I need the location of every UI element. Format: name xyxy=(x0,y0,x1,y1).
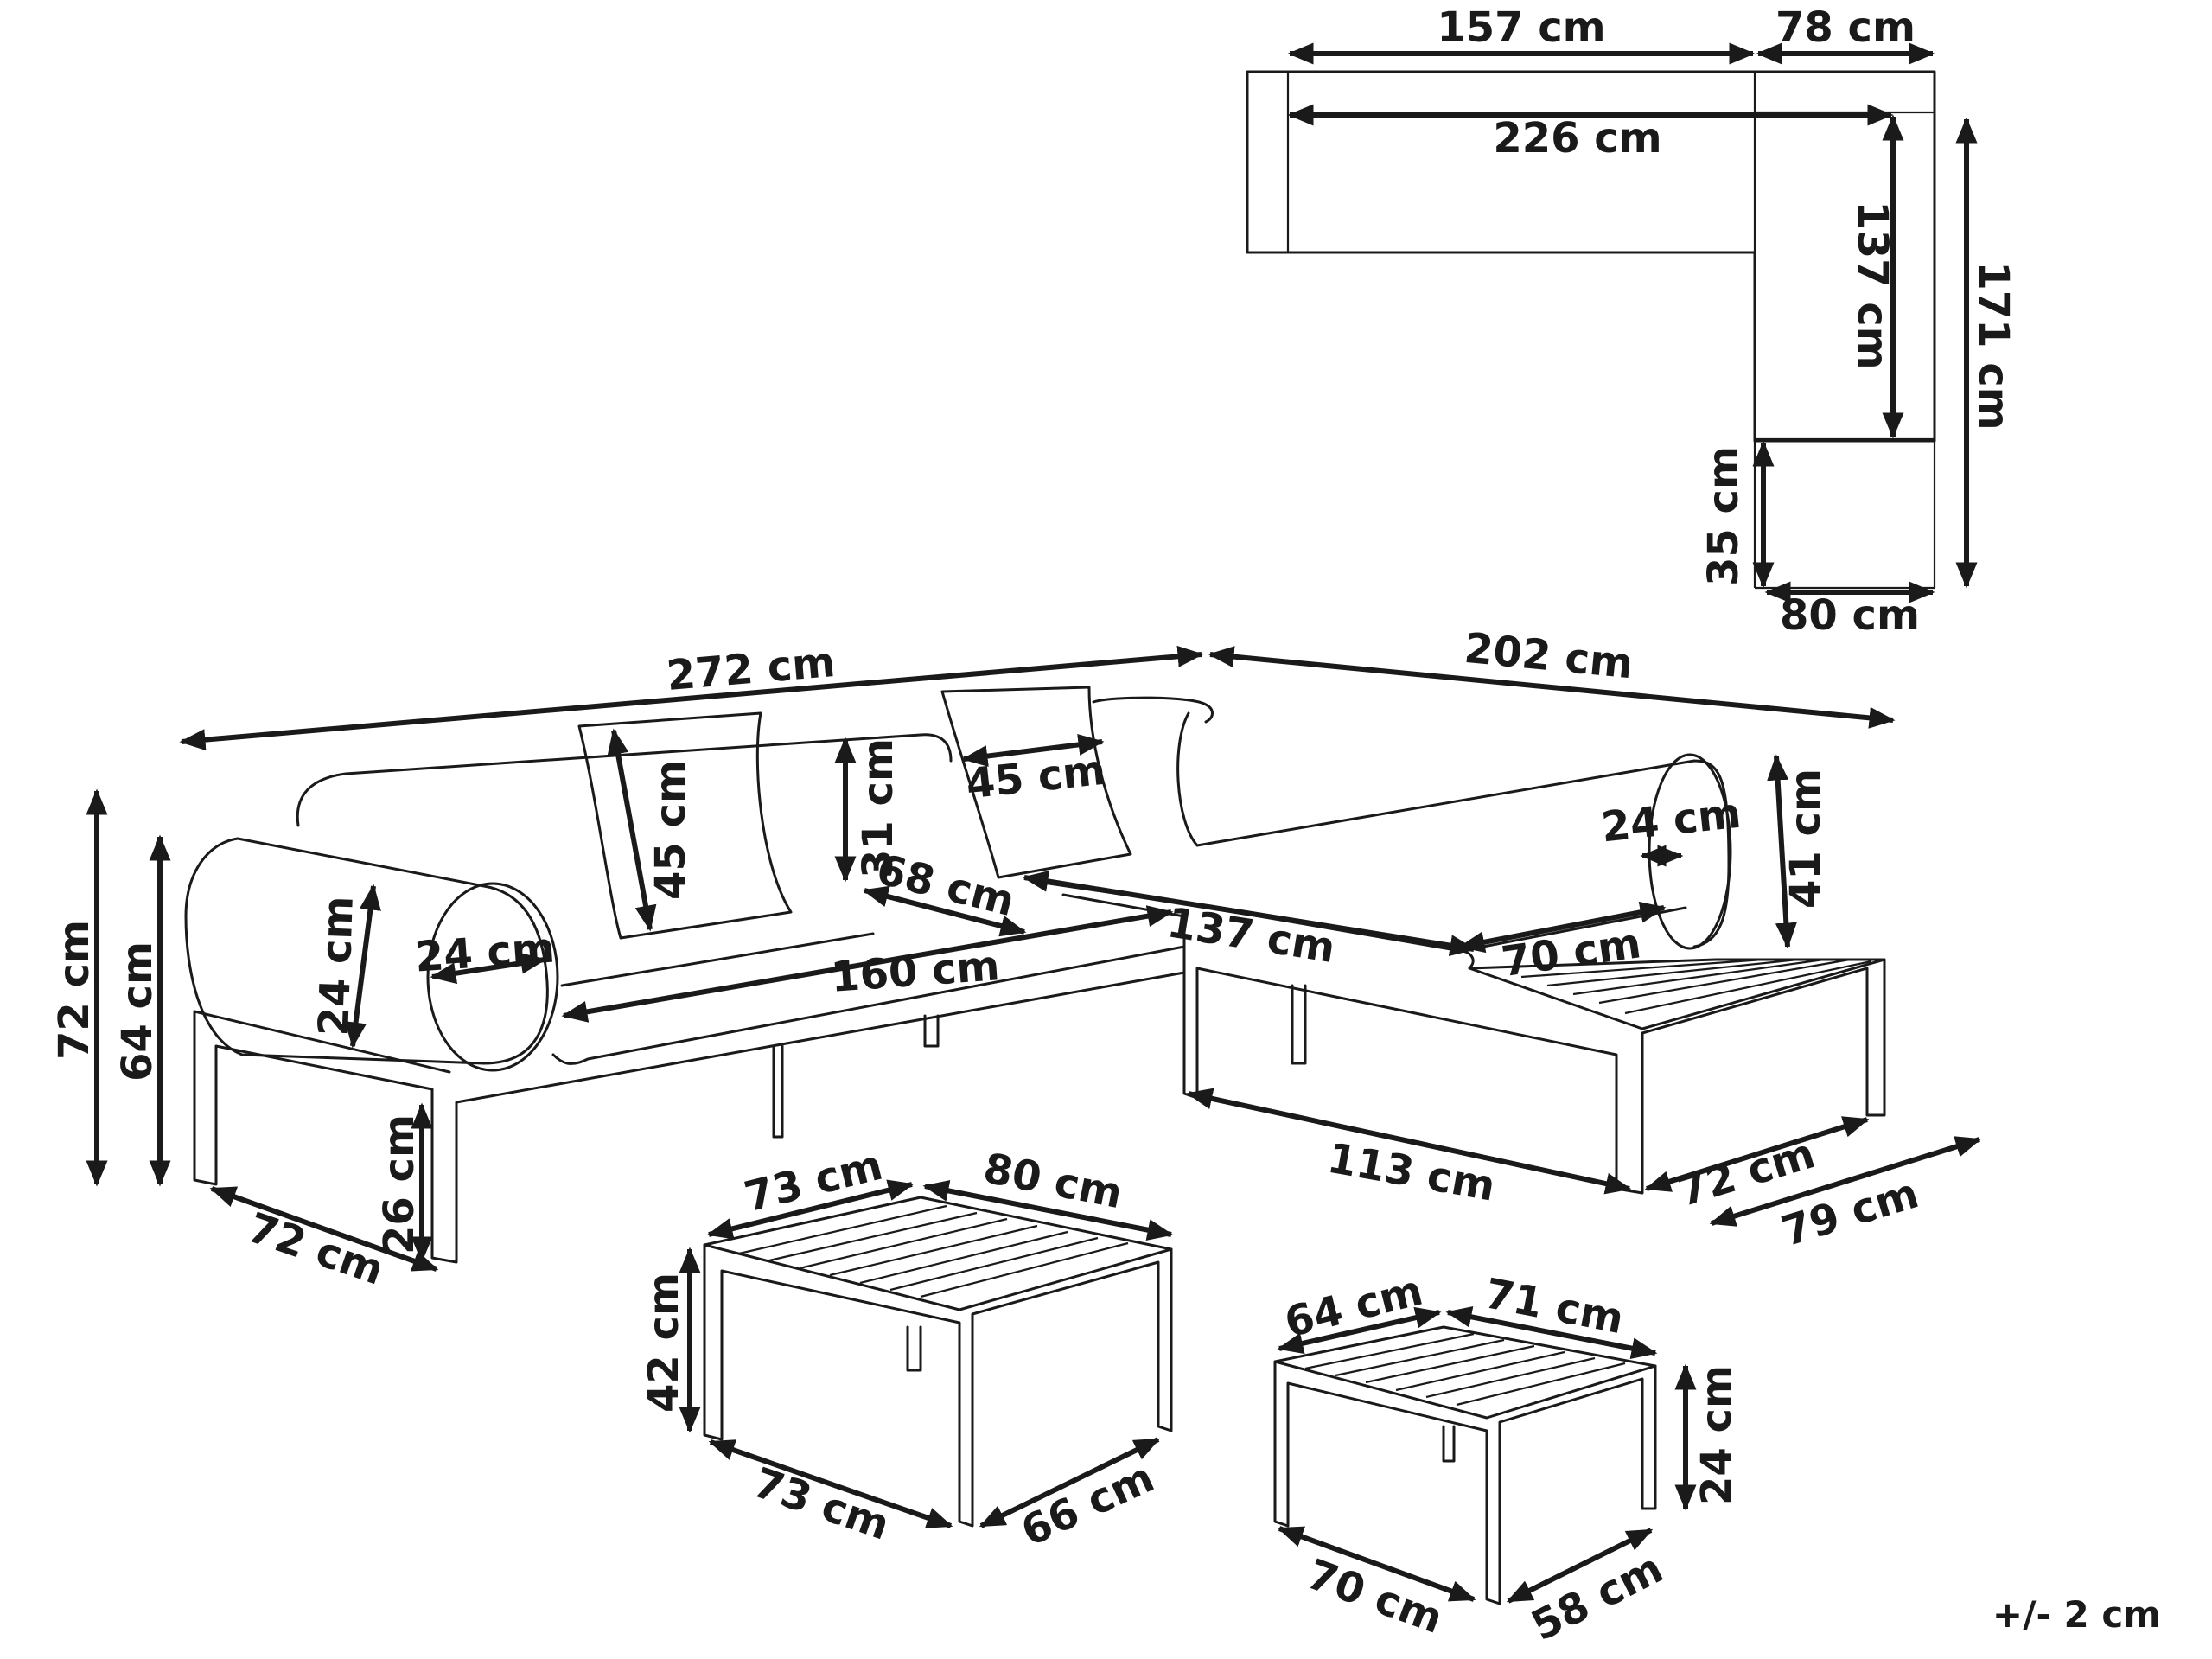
label-sofa-72-depth: 72 cm xyxy=(242,1203,390,1295)
dim-sofa-202 xyxy=(1208,646,1896,729)
side-table: 64 cm 71 cm 24 cm 70 cm 58 cm xyxy=(1273,1267,1741,1650)
label-plan-80: 80 cm xyxy=(1780,591,1920,640)
dim-coffee-80 xyxy=(922,1180,1174,1241)
sofa-drawing: 272 cm 202 cm 72 cm 64 cm 26 cm 72 cm 24… xyxy=(50,624,1982,1295)
label-right-113: 113 cm xyxy=(1324,1134,1499,1211)
dim-sofa-72-depth xyxy=(209,1186,439,1272)
label-seat-160: 160 cm xyxy=(829,941,1001,1001)
label-right-bolster-24: 24 cm xyxy=(1599,789,1743,852)
dim-right-113 xyxy=(1186,1088,1632,1195)
dim-bolster-24-dia xyxy=(430,952,547,985)
label-side-24: 24 cm xyxy=(1692,1365,1741,1505)
dim-seat-70 xyxy=(1458,901,1667,954)
label-plan-35: 35 cm xyxy=(1699,446,1748,586)
label-plan-78: 78 cm xyxy=(1775,3,1916,52)
dim-right-back-41 xyxy=(1767,754,1797,949)
label-pillow-45-h: 45 cm xyxy=(647,760,695,900)
dim-right-79 xyxy=(1709,1136,1982,1227)
label-bolster-24-len: 24 cm xyxy=(309,896,363,1037)
label-sofa-64: 64 cm xyxy=(113,941,162,1082)
label-coffee-66: 66 cm xyxy=(1014,1453,1161,1556)
left-bolster xyxy=(184,837,549,1065)
dim-sofa-272 xyxy=(179,645,1204,751)
dim-side-70 xyxy=(1277,1526,1476,1602)
label-plan-226: 226 cm xyxy=(1493,114,1661,163)
coffee-table: 73 cm 80 cm 42 cm 73 cm 66 cm xyxy=(640,1141,1174,1556)
label-plan-137: 137 cm xyxy=(1848,201,1896,369)
dim-coffee-73-bottom xyxy=(708,1439,953,1528)
label-seat-70: 70 cm xyxy=(1499,919,1644,986)
label-right-back-41: 41 cm xyxy=(1782,769,1830,909)
dim-pillow-45-h xyxy=(607,728,657,932)
label-bolster-24-dia: 24 cm xyxy=(413,923,556,981)
tolerance-note: +/- 2 cm xyxy=(1992,1593,2161,1636)
label-coffee-42: 42 cm xyxy=(640,1273,688,1413)
dim-side-64 xyxy=(1277,1306,1442,1355)
label-backrest-31: 31 cm xyxy=(854,738,902,878)
dim-bolster-24-len xyxy=(345,884,381,1049)
label-coffee-73-bottom: 73 cm xyxy=(748,1458,896,1550)
dim-side-71 xyxy=(1445,1306,1658,1359)
dim-pillow-45-w xyxy=(961,734,1105,767)
label-sofa-26: 26 cm xyxy=(375,1114,424,1254)
dim-seat-137 xyxy=(1022,870,1476,957)
dim-coffee-66 xyxy=(979,1437,1161,1528)
label-sofa-272: 272 cm xyxy=(665,638,837,700)
label-coffee-80: 80 cm xyxy=(979,1144,1126,1218)
label-sofa-72-height: 72 cm xyxy=(50,920,99,1060)
dim-side-58 xyxy=(1506,1528,1654,1604)
label-side-58: 58 cm xyxy=(1524,1544,1671,1650)
label-plan-157: 157 cm xyxy=(1437,3,1605,52)
label-plan-171: 171 cm xyxy=(1969,261,2018,430)
plan-view: 157 cm 78 cm 226 cm 137 cm 171 cm 35 cm … xyxy=(1246,3,2018,640)
right-bolster xyxy=(1648,753,1732,950)
dim-coffee-73-top xyxy=(706,1179,915,1240)
label-seat-137: 137 cm xyxy=(1164,898,1339,973)
